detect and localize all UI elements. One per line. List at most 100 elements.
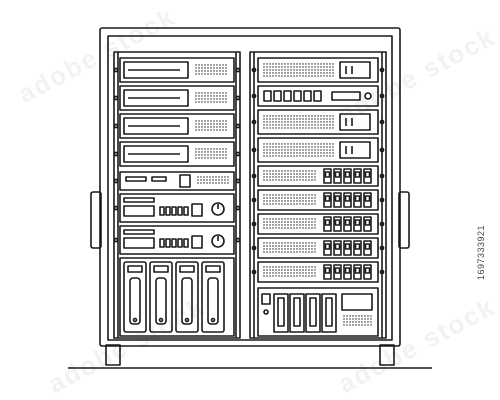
vent-dot	[302, 275, 304, 277]
drive-slot	[309, 297, 317, 327]
server-unit	[257, 109, 379, 135]
vent-dot	[314, 118, 316, 120]
vent-dot	[305, 176, 307, 178]
breaker-switch-icon	[353, 216, 362, 232]
vent-dot	[299, 63, 301, 65]
button-icon	[273, 90, 282, 102]
vent-dot	[275, 173, 277, 175]
vent-dot	[266, 266, 268, 268]
vent-dot	[263, 203, 265, 205]
vent-dot	[269, 124, 271, 126]
left-units	[113, 57, 241, 337]
vent-dot	[222, 148, 224, 150]
drive-bay-icon	[123, 145, 189, 163]
vent-dot	[272, 227, 274, 229]
vent-dot	[269, 127, 271, 129]
indicator-slot	[125, 176, 147, 182]
drive-latch	[127, 265, 143, 273]
vent-dot	[314, 75, 316, 77]
vent-dot	[290, 176, 292, 178]
vent-dot	[287, 272, 289, 274]
vent-dot	[296, 127, 298, 129]
vent-dot	[201, 120, 203, 122]
vent-dot	[281, 179, 283, 181]
vent-dot	[275, 69, 277, 71]
vent-dot	[308, 115, 310, 117]
drive-latch	[205, 265, 221, 273]
drive-bay-icon	[123, 261, 147, 333]
vent-dot	[293, 269, 295, 271]
vent-dot	[269, 146, 271, 148]
vent-dot	[266, 124, 268, 126]
vent-dot	[296, 242, 298, 244]
vent-dot	[320, 75, 322, 77]
vent-dot	[206, 182, 208, 184]
button-icon	[303, 90, 312, 102]
vent-dot	[266, 269, 268, 271]
vent-dot	[278, 179, 280, 181]
vent-dot	[308, 149, 310, 151]
breaker-toggle	[334, 195, 341, 202]
vent-dot	[305, 170, 307, 172]
vent-dot	[290, 155, 292, 157]
vent-dot	[222, 73, 224, 75]
vent-dot	[275, 155, 277, 157]
vent-dot	[287, 75, 289, 77]
vent-dot	[278, 203, 280, 205]
vent-dot	[349, 321, 351, 323]
vent-dot	[361, 321, 363, 323]
vent-dot	[203, 179, 205, 181]
vent-dot	[290, 149, 292, 151]
vent-dot	[293, 245, 295, 247]
vent-dot	[275, 170, 277, 172]
vent-dot	[296, 152, 298, 154]
button-icon	[177, 206, 183, 216]
vent-dot	[290, 152, 292, 154]
vent-dot	[263, 251, 265, 253]
vent-dot	[225, 154, 227, 156]
vent-dot	[287, 269, 289, 271]
vent-dot	[278, 63, 280, 65]
vent-dot	[263, 127, 265, 129]
vent-dot	[213, 95, 215, 97]
vent-dot	[195, 101, 197, 103]
vent-dot	[213, 101, 215, 103]
vent-dot	[305, 115, 307, 117]
vent-dot	[281, 227, 283, 229]
vent-dot	[278, 197, 280, 199]
display-panel	[123, 205, 155, 217]
vent-dot	[293, 248, 295, 250]
vent-dot	[281, 176, 283, 178]
vent-dot	[290, 194, 292, 196]
vent-dot	[272, 127, 274, 129]
vent-dot	[266, 248, 268, 250]
vent-dot	[320, 118, 322, 120]
vent-dot	[263, 72, 265, 74]
vent-dot	[305, 155, 307, 157]
vent-dot	[266, 121, 268, 123]
vent-dot	[215, 179, 217, 181]
indicator-slot	[151, 176, 167, 182]
storage-unit	[119, 113, 235, 139]
breaker-toggle	[364, 219, 371, 226]
vent-dot	[290, 170, 292, 172]
rack-foot	[379, 344, 395, 366]
vent-dot	[269, 275, 271, 277]
vent-dot	[329, 66, 331, 68]
vent-dot	[308, 173, 310, 175]
vent-dot	[293, 124, 295, 126]
vent-dot	[326, 66, 328, 68]
vent-dot	[198, 129, 200, 131]
vent-dot	[308, 224, 310, 226]
vent-dot	[311, 124, 313, 126]
breaker-switch-icon	[363, 216, 372, 232]
vent-dot	[287, 224, 289, 226]
breaker-toggle	[324, 195, 331, 202]
vent-dot	[302, 124, 304, 126]
vent-dot	[290, 173, 292, 175]
vent-dot	[204, 129, 206, 131]
vent-dot	[332, 146, 334, 148]
vent-dot	[207, 73, 209, 75]
vent-dot	[302, 63, 304, 65]
vent-dot	[266, 72, 268, 74]
